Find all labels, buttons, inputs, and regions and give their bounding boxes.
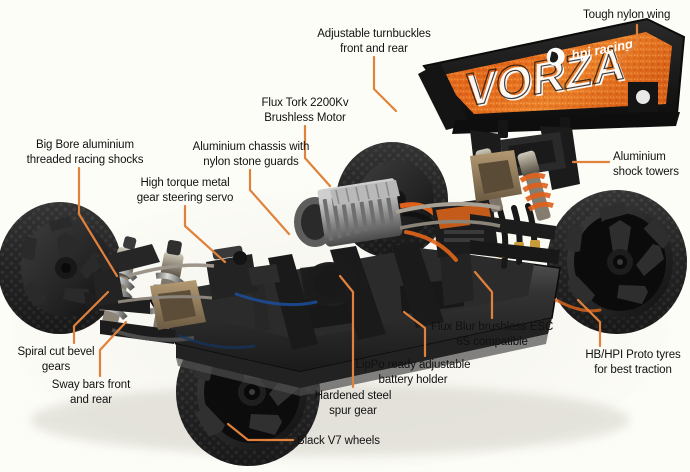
- callout-adjustable-turnbuckles: Adjustable turnbuckles front and rear: [317, 28, 431, 55]
- leader-flux-blur-esc: [473, 270, 494, 320]
- leader-tough-nylon-wing: [615, 23, 639, 64]
- leader-sway-bars: [98, 320, 128, 378]
- leader-hardened-spur-gear: [338, 274, 355, 389]
- front-turnbuckles: [117, 263, 215, 304]
- callout-sway-bars: Sway bars front and rear: [51, 379, 131, 406]
- leader-steering-servo: [183, 204, 227, 264]
- leader-adjustable-turnbuckles: [372, 55, 398, 113]
- steering-servo: [206, 245, 280, 300]
- leader-big-bore-shocks: [77, 166, 119, 278]
- callout-flux-blur-esc: Flux Blur brushless ESC 6S compatible: [430, 321, 554, 348]
- leader-hb-hpi-proto-tyres: [576, 298, 602, 348]
- wheel-rear-right: [547, 190, 687, 334]
- callout-steering-servo: High torque metal gear steering servo: [136, 177, 234, 204]
- callout-flux-tork-motor: Flux Tork 2200Kv Brushless Motor: [261, 97, 349, 124]
- leader-lipo-battery-holder: [402, 310, 427, 358]
- callout-lipo-battery-holder: LipPo ready adjustable battery holder: [355, 359, 471, 386]
- callout-hardened-spur-gear: Hardened steel spur gear: [314, 390, 392, 417]
- callout-hb-hpi-proto-tyres: HB/HPI Proto tyres for best traction: [585, 349, 681, 376]
- leader-black-v7-wheels: [226, 422, 295, 442]
- aluminium-chassis: [148, 243, 561, 396]
- leader-spiral-cut-bevel-gears: [72, 290, 110, 345]
- callout-spiral-cut-bevel-gears: Spiral cut bevel gears: [17, 346, 95, 373]
- callout-big-bore-shocks: Big Bore aluminium threaded racing shock…: [26, 139, 144, 166]
- wiring: [178, 230, 602, 350]
- leader-flux-tork-motor: [303, 124, 332, 188]
- callout-aluminium-chassis: Aluminium chassis with nylon stone guard…: [192, 141, 310, 168]
- leader-aluminium-chassis: [248, 168, 291, 236]
- callout-aluminium-shock-towers: Aluminium shock towers: [613, 151, 679, 178]
- callout-tough-nylon-wing: Tough nylon wing: [583, 9, 671, 21]
- rear-shock-assembly: [395, 132, 566, 264]
- callout-black-v7-wheels: Black V7 wheels: [297, 435, 380, 447]
- spur-gear-housing: [300, 262, 358, 308]
